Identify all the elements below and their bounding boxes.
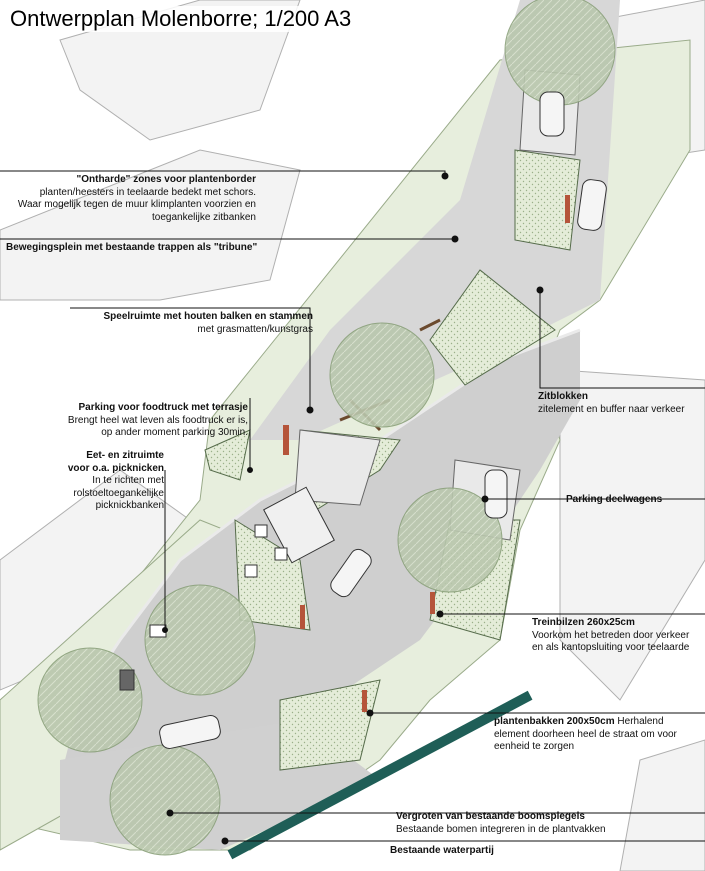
annotation-foodtruck-line2: op ander moment parking 30min.: [101, 427, 248, 438]
annotation-bakken-title: plantenbakken 200x50cm: [494, 716, 615, 727]
annotation-foodtruck: Parking voor foodtruck met terrasje Bren…: [40, 402, 248, 440]
annotation-trein-line1: Voorkom het betreden door verkeer: [532, 629, 690, 641]
annotation-trein-title: Treinbilzen 260x25cm: [532, 617, 635, 628]
annotation-zit: Zitblokken zitelement en buffer naar ver…: [538, 391, 685, 416]
annotation-boom: Vergroten van bestaande boomspiegels Bes…: [396, 811, 606, 836]
annotation-speel-line1: met grasmatten/kunstgras: [197, 323, 313, 335]
annotation-eet-line3: picknickbanken: [95, 500, 164, 511]
annotation-onthard: "Ontharde" zones voor plantenborder plan…: [0, 174, 256, 224]
annotation-boom-title: Vergroten van bestaande boomspiegels: [396, 811, 585, 822]
foodtruck: [263, 486, 335, 564]
annotation-bakken: plantenbakken 200x50cm Herhalend element…: [494, 716, 699, 754]
annotation-onthard-title: "Ontharde" zones voor plantenborder: [76, 174, 256, 185]
annotation-beweging: Bewegingsplein met bestaande trappen als…: [6, 242, 257, 255]
annotation-bakken-line1: element doorheen heel de straat om voor: [494, 728, 677, 740]
annotation-eet-line2: rolstoeltoegankelijke: [73, 487, 164, 499]
timber-sleepers: [283, 195, 570, 712]
annotation-onthard-line2: Waar mogelijk tegen de muur klimplanten …: [17, 199, 256, 210]
annotation-boom-line1: Bestaande bomen integreren in de plantva…: [396, 823, 606, 835]
annotation-foodtruck-line1: Brengt heel wat leven als foodtruck er i…: [67, 414, 248, 426]
trees: [37, 0, 616, 856]
cars: [159, 91, 607, 749]
annotation-water-title: Bestaande waterpartij: [390, 845, 494, 856]
leader-lines: [0, 170, 705, 845]
annotation-zit-title: Zitblokken: [538, 391, 589, 402]
annotation-eet: Eet- en zitruimte voor o.a. picknicken I…: [40, 450, 164, 513]
annotation-trein: Treinbilzen 260x25cm Voorkom het betrede…: [532, 617, 689, 655]
annotation-speel-title: Speelruimte met houten balken en stammen: [103, 311, 314, 322]
annotation-deel-title: Parking deelwagens: [566, 494, 663, 505]
annotation-eet-line1: In te richten met: [92, 475, 164, 486]
annotation-zit-line1: zitelement en buffer naar verkeer: [538, 403, 685, 415]
annotation-water: Bestaande waterpartij: [390, 845, 494, 858]
annotation-eet-title2: voor o.a. picknicken: [67, 462, 164, 474]
annotation-onthard-line3: toegankelijke zitbanken: [152, 211, 256, 223]
annotation-trein-line2: en als kantopsluiting voor teelaarde: [532, 642, 690, 653]
water-feature: [227, 690, 533, 860]
annotation-foodtruck-title: Parking voor foodtruck met terrasje: [78, 402, 249, 413]
annotation-beweging-title: Bewegingsplein met bestaande trappen als…: [6, 242, 258, 253]
picnic-tables: [119, 524, 288, 691]
annotation-bakken-title-rest: Herhalend: [617, 716, 664, 727]
annotation-bakken-line2: eenheid te zorgen: [494, 741, 575, 752]
annotation-deel: Parking deelwagens: [566, 494, 662, 507]
annotation-speel: Speelruimte met houten balken en stammen…: [40, 311, 314, 336]
page-title: Ontwerpplan Molenborre; 1/200 A3: [6, 6, 356, 32]
annotation-onthard-line1: planten/heesters in teelaarde bedekt met…: [39, 186, 256, 198]
annotation-eet-title: Eet- en zitruimte: [86, 450, 164, 461]
